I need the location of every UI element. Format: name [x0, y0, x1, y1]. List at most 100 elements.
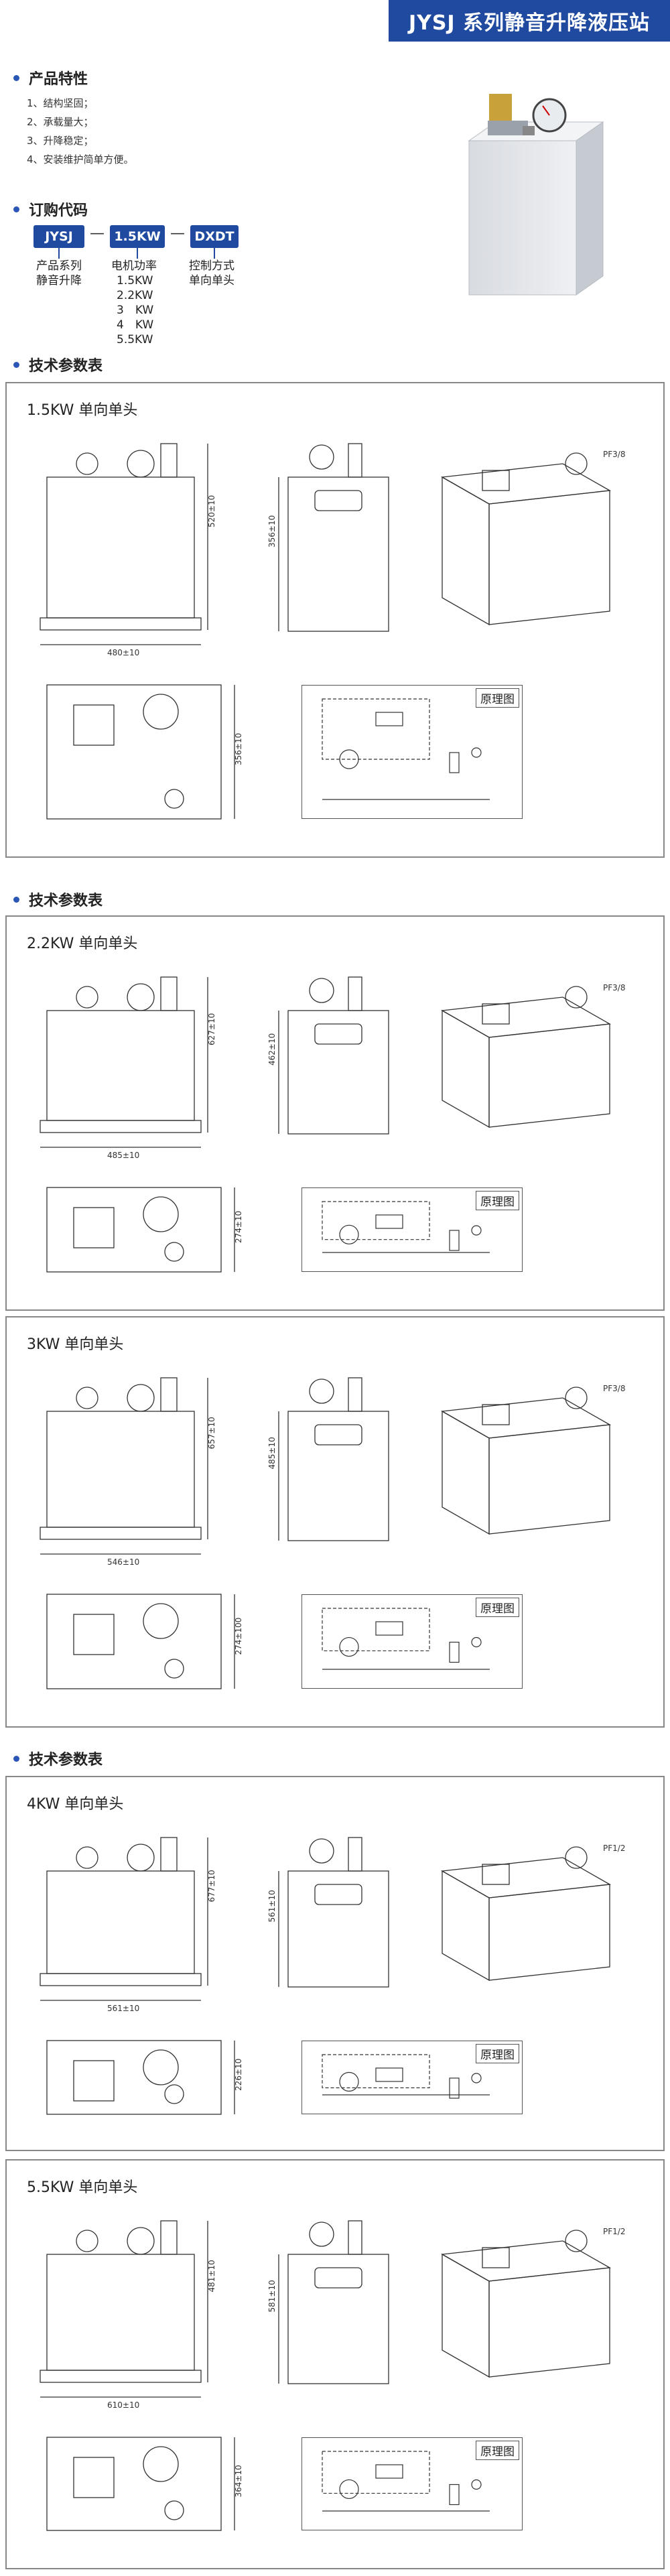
width-dimension: 610±10: [107, 2400, 139, 2410]
technical-drawing: 481±10 610±10 581±10 PF1/2 364±10: [40, 2220, 625, 2531]
order-code-series: JYSJ: [34, 225, 84, 248]
technical-drawing: 657±10 546±10 485±10 PF3/8 274±100: [40, 1377, 625, 1689]
port-label: PF1/2: [603, 2227, 625, 2236]
spec-panel: 4KW 单向单头 677±10 561±10 561±10 PF1/2 226±10 原理图: [5, 1776, 665, 2151]
depth-dimension: 462±10: [267, 1033, 277, 1066]
depth-dimension: 581±10: [267, 2280, 277, 2312]
page-title: JYSJ 系列静音升降液压站: [408, 11, 651, 35]
order-label-power: 电机功率 1.5KW 2.2KW 3 KW 4 KW 5.5KW: [111, 259, 157, 346]
spec-panel: 5.5KW 单向单头 481±10 610±10 581±10 PF1/2 364±10 原…: [5, 2159, 665, 2569]
order-separator: —: [90, 225, 105, 242]
isometric-view: [440, 986, 612, 1129]
side-view: [278, 2220, 389, 2384]
top-view-dimension: 274±10: [234, 1211, 243, 1243]
top-view-dimension: 356±10: [234, 733, 243, 765]
side-view: [278, 443, 389, 632]
product-photo: [468, 94, 604, 296]
schematic-diagram: [322, 1201, 490, 1253]
isometric-view: [440, 2230, 612, 2378]
isometric-view: [440, 1387, 612, 1535]
height-dimension: 481±10: [207, 2260, 216, 2292]
front-view: [40, 2220, 208, 2398]
schematic-label: 原理图: [476, 2441, 519, 2460]
order-label-control: 控制方式 单向单头: [189, 259, 234, 287]
panel-title: 1.5KW 单向单头: [27, 402, 138, 419]
side-view: [278, 1377, 389, 1541]
port-label: PF3/8: [603, 450, 625, 459]
panel-title: 5.5KW 单向单头: [27, 2179, 138, 2196]
order-label-series: 产品系列 静音升降: [36, 259, 82, 287]
depth-dimension: 561±10: [267, 1890, 277, 1922]
spec-panel: 3KW 单向单头 657±10 546±10 485±10 PF3/8 274±100 原理…: [5, 1316, 665, 1728]
top-view: [46, 1187, 235, 1273]
width-dimension: 546±10: [107, 1557, 139, 1567]
order-tick: [58, 248, 60, 259]
order-code-power: 1.5KW: [110, 225, 165, 248]
top-view: [46, 1594, 235, 1689]
feature-item: 4、安装维护简单方便。: [27, 153, 134, 166]
top-view: [46, 684, 235, 820]
spec-panel: 1.5KW 单向单头 520±10 480±10 356±10 PF3/8 356±10 原…: [5, 382, 665, 858]
top-view-dimension: 364±10: [234, 2465, 243, 2497]
port-label: PF3/8: [603, 983, 625, 992]
feature-item: 2、承载量大；: [27, 116, 94, 128]
front-view: [40, 1377, 208, 1555]
schematic-label: 原理图: [476, 1598, 519, 1617]
bullet-icon: [13, 206, 19, 212]
order-separator: —: [170, 225, 185, 242]
feature-item: 3、升降稳定；: [27, 135, 94, 147]
spec-panel: 2.2KW 单向单头 627±10 485±10 462±10 PF3/8 274±10 原…: [5, 915, 665, 1311]
hydraulic-schematic: 原理图: [302, 1594, 523, 1689]
port-label: PF3/8: [603, 1384, 625, 1393]
schematic-label: 原理图: [476, 688, 519, 708]
top-view-dimension: 226±10: [234, 2059, 243, 2091]
height-dimension: 520±10: [207, 495, 216, 527]
bullet-icon: [13, 74, 19, 81]
features-heading: 产品特性: [13, 67, 88, 88]
height-dimension: 627±10: [207, 1013, 216, 1045]
depth-dimension: 356±10: [267, 515, 277, 548]
height-dimension: 657±10: [207, 1417, 216, 1449]
order-tick: [214, 248, 215, 259]
hydraulic-schematic: 原理图: [302, 2437, 523, 2530]
width-dimension: 485±10: [107, 1151, 139, 1160]
tech-heading: 技术参数表: [13, 889, 103, 910]
top-view-dimension: 274±100: [234, 1618, 243, 1655]
bullet-icon: [13, 361, 19, 368]
hydraulic-schematic: 原理图: [302, 2041, 523, 2114]
order-code-control: DXDT: [190, 225, 239, 248]
port-label: PF1/2: [603, 1844, 625, 1853]
order-tick: [137, 248, 138, 259]
bullet-icon: [13, 896, 19, 903]
hydraulic-schematic: 原理图: [302, 1187, 523, 1272]
technical-drawing: 677±10 561±10 561±10 PF1/2 226±10: [40, 1837, 625, 2115]
schematic-label: 原理图: [476, 1191, 519, 1210]
hydraulic-schematic: 原理图: [302, 685, 523, 819]
front-view: [40, 443, 208, 645]
schematic-diagram: [322, 2054, 490, 2099]
features-list: 1、结构坚固； 2、承载量大； 3、升降稳定； 4、安装维护简单方便。: [27, 94, 134, 169]
page-title-banner: JYSJ 系列静音升降液压站: [389, 0, 670, 42]
height-dimension: 677±10: [207, 1870, 216, 1902]
width-dimension: 480±10: [107, 648, 139, 657]
tech-heading: 技术参数表: [13, 1748, 103, 1769]
bullet-icon: [13, 1755, 19, 1762]
panel-title: 4KW 单向单头: [27, 1796, 124, 1813]
isometric-view: [440, 452, 612, 626]
front-view: [40, 1837, 208, 2001]
tech-heading: 技术参数表: [13, 354, 103, 375]
order-heading: 订购代码: [13, 198, 88, 220]
side-view: [278, 1837, 389, 1988]
panel-title: 3KW 单向单头: [27, 1336, 124, 1353]
schematic-label: 原理图: [476, 2044, 519, 2063]
side-view: [278, 976, 389, 1135]
technical-drawing: 520±10 480±10 356±10 PF3/8 356±10: [40, 443, 625, 820]
panel-title: 2.2KW 单向单头: [27, 936, 138, 952]
schematic-diagram: [322, 1608, 490, 1670]
width-dimension: 561±10: [107, 2004, 139, 2013]
top-view: [46, 2040, 235, 2115]
schematic-diagram: [322, 2451, 490, 2512]
depth-dimension: 485±10: [267, 1437, 277, 1469]
front-view: [40, 976, 208, 1148]
technical-drawing: 627±10 485±10 462±10 PF3/8 274±10: [40, 976, 625, 1273]
